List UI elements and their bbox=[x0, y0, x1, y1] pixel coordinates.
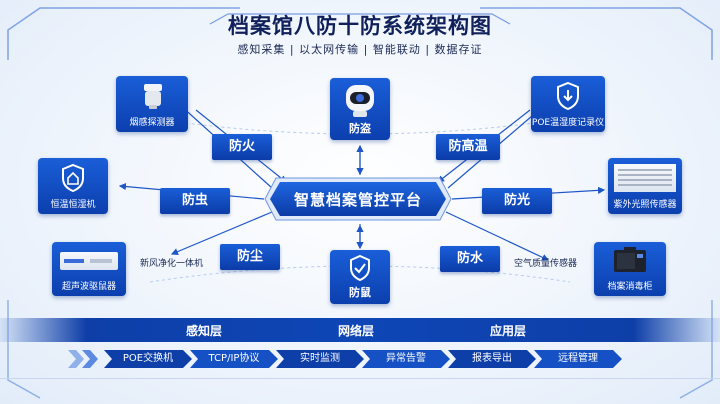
function-insect: 防虫 bbox=[160, 188, 230, 214]
function-light: 防光 bbox=[482, 188, 552, 214]
air-purifier-icon bbox=[60, 252, 118, 270]
chip-shape bbox=[534, 350, 622, 368]
diagram-subtitle: 感知采集 | 以太网传输 | 智能联动 | 数据存证 bbox=[237, 43, 483, 56]
security-camera-card: 防盗 bbox=[330, 78, 390, 140]
device-label-smoke: 烟感探测器 bbox=[129, 118, 175, 128]
function-heat: 防高温 bbox=[436, 134, 500, 160]
layer-application: 应用层 bbox=[490, 324, 527, 338]
protocol-chip: 远程管理 bbox=[534, 350, 622, 368]
constant-temp-card: 恒温恒湿机 bbox=[38, 158, 108, 214]
diagram-title: 档案馆八防十防系统架构图 bbox=[228, 14, 492, 38]
ultrasonic-card: 超声波驱鼠器 bbox=[52, 242, 126, 296]
protocol-label: TCP/IP协议 bbox=[208, 353, 260, 364]
chip-shape bbox=[104, 350, 192, 368]
protocol-label: 远程管理 bbox=[558, 353, 598, 364]
disinfect-card: 档案消毒柜 bbox=[594, 242, 666, 296]
bottom-divider bbox=[0, 378, 720, 379]
protocol-chip: POE交换机 bbox=[104, 350, 192, 368]
layer-network: 网络层 bbox=[338, 324, 375, 338]
chip-shape bbox=[276, 350, 364, 368]
device-label-shield: 恒温恒湿机 bbox=[50, 200, 96, 210]
device-label-disinfect: 档案消毒柜 bbox=[607, 282, 653, 292]
protocol-chip: 实时监测 bbox=[276, 350, 364, 368]
chip-shape bbox=[448, 350, 536, 368]
check-shield-icon bbox=[350, 254, 370, 282]
house-shield-icon bbox=[62, 163, 84, 193]
chip-shape bbox=[362, 350, 450, 368]
smoke-detector-icon bbox=[144, 84, 162, 109]
protocol-label: POE交换机 bbox=[122, 353, 174, 364]
protocol-chip: 异常告警 bbox=[362, 350, 450, 368]
device-label-camera: 防盗 bbox=[349, 122, 371, 135]
chip-shape bbox=[190, 350, 278, 368]
poe-recorder-card: POE温湿度记录仪 bbox=[531, 76, 605, 132]
side-label-air-quality: 空气质量传感器 bbox=[514, 259, 578, 269]
protocol-chip: TCP/IP协议 bbox=[190, 350, 278, 368]
layer-perception: 感知层 bbox=[186, 324, 223, 338]
protocol-chip: 报表导出 bbox=[448, 350, 536, 368]
layer-band: 感知层 网络层 应用层 bbox=[0, 318, 720, 342]
function-water: 防水 bbox=[440, 246, 500, 272]
function-fire: 防火 bbox=[212, 134, 272, 160]
air-conditioner-icon bbox=[614, 164, 676, 192]
protocol-label: 异常告警 bbox=[386, 353, 426, 364]
smoke-detector-card: 烟感探测器 bbox=[116, 76, 188, 132]
central-platform: 智慧档案管控平台 bbox=[264, 177, 452, 221]
device-label-rodent: 防鼠 bbox=[349, 286, 371, 299]
rodent-card: 防鼠 bbox=[330, 250, 390, 304]
side-label-fresh-air: 新风净化一体机 bbox=[140, 259, 204, 269]
disinfection-cabinet-icon bbox=[614, 247, 646, 272]
hub-shape bbox=[264, 177, 452, 221]
download-shield-icon bbox=[557, 81, 579, 111]
device-label-poe: POE温湿度记录仪 bbox=[531, 118, 605, 128]
lead-chevrons bbox=[68, 350, 98, 368]
hub-label: 智慧档案管控平台 bbox=[293, 191, 422, 209]
device-label-uv: 紫外光照传感器 bbox=[613, 200, 677, 210]
protocol-label: 实时监测 bbox=[300, 353, 340, 364]
function-dust: 防尘 bbox=[220, 244, 280, 270]
protocol-label: 报表导出 bbox=[472, 353, 512, 364]
security-camera-icon bbox=[346, 85, 374, 117]
uv-sensor-card: 紫外光照传感器 bbox=[608, 158, 682, 214]
device-label-ultrasonic: 超声波驱鼠器 bbox=[61, 282, 116, 292]
